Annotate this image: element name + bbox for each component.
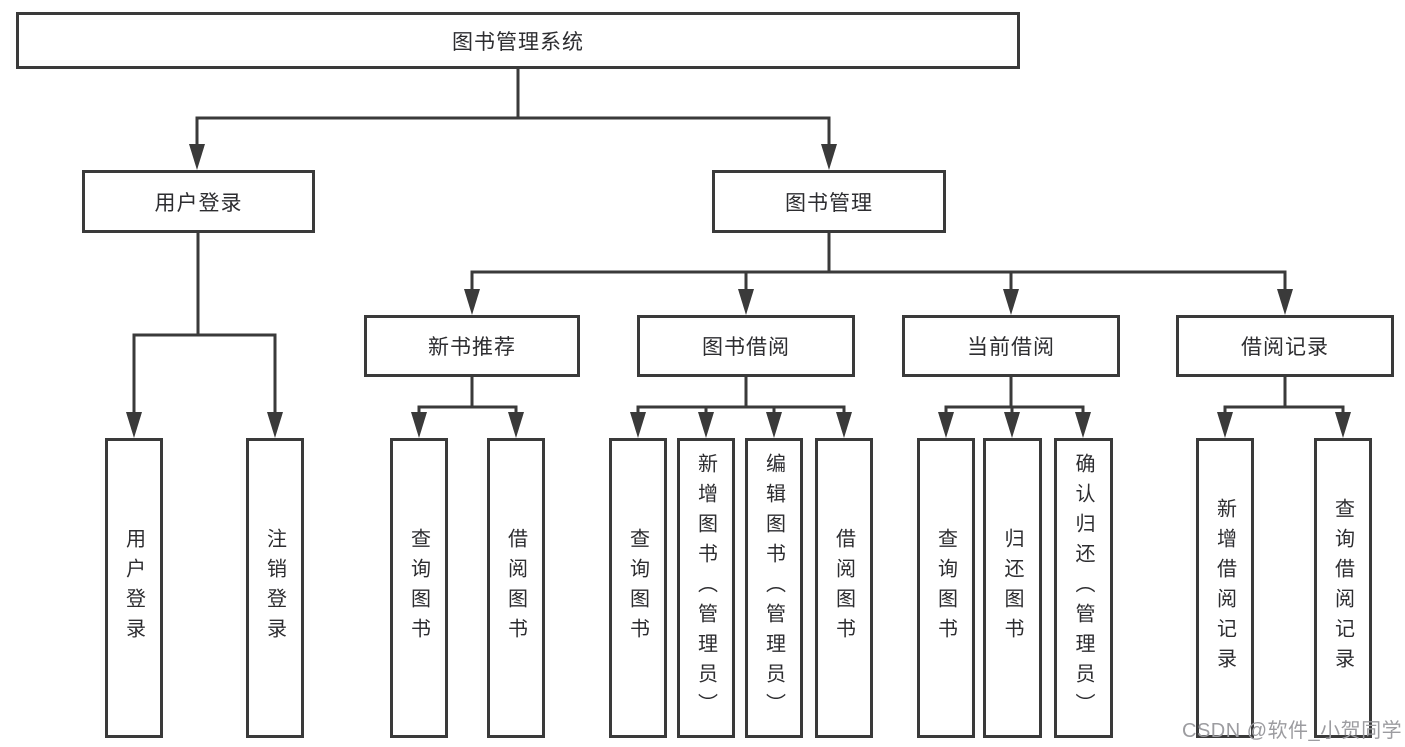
node-system-root: 图书管理系统	[16, 12, 1020, 69]
connector-newbook-to-children	[417, 375, 518, 422]
leaf-add-book-admin: 新增图书（管理员）	[677, 438, 735, 738]
arrow-down-icon	[1277, 289, 1293, 315]
connector-bookmgmt-to-level3	[470, 231, 1287, 297]
arrow-down-icon	[821, 144, 837, 170]
node-current-borrowing: 当前借阅	[902, 315, 1120, 377]
leaf-borrow-book-borrowing: 借阅图书	[815, 438, 873, 738]
leaf-user-login: 用户登录	[105, 438, 163, 738]
leaf-confirm-return-admin: 确认归还（管理员）	[1054, 438, 1113, 738]
arrow-down-icon	[630, 412, 646, 438]
arrow-down-icon	[267, 412, 283, 438]
arrow-down-icon	[1075, 412, 1091, 438]
leaf-add-borrow-record: 新增借阅记录	[1196, 438, 1254, 738]
node-book-borrowing: 图书借阅	[637, 315, 855, 377]
arrow-down-icon	[508, 412, 524, 438]
leaf-edit-book-admin: 编辑图书（管理员）	[745, 438, 803, 738]
leaf-query-borrow-record: 查询借阅记录	[1314, 438, 1372, 738]
node-new-book-recommend: 新书推荐	[364, 315, 580, 377]
leaf-logout: 注销登录	[246, 438, 304, 738]
arrow-down-icon	[411, 412, 427, 438]
leaf-return-book: 归还图书	[983, 438, 1042, 738]
arrow-down-icon	[836, 412, 852, 438]
leaf-borrow-book-newbook: 借阅图书	[487, 438, 545, 738]
arrow-down-icon	[189, 144, 205, 170]
csdn-watermark: CSDN @软件_小贺同学	[1182, 720, 1403, 742]
node-borrowing-records: 借阅记录	[1176, 315, 1394, 377]
arrow-down-icon	[126, 412, 142, 438]
arrow-down-icon	[1335, 412, 1351, 438]
arrow-down-icon	[938, 412, 954, 438]
connector-borrowrecord-to-children	[1223, 375, 1345, 422]
arrow-down-icon	[1217, 412, 1233, 438]
leaf-query-book-borrowing: 查询图书	[609, 438, 667, 738]
arrow-down-icon	[464, 289, 480, 315]
arrow-down-icon	[738, 289, 754, 315]
arrow-down-icon	[1004, 412, 1020, 438]
arrow-down-icon	[766, 412, 782, 438]
node-book-management: 图书管理	[712, 170, 946, 233]
connector-bookborrow-to-children	[636, 375, 846, 422]
connector-root-to-level2	[195, 66, 831, 152]
leaf-query-book-current: 查询图书	[917, 438, 975, 738]
node-user-login: 用户登录	[82, 170, 315, 233]
arrow-down-icon	[698, 412, 714, 438]
connector-userlogin-to-children	[132, 231, 277, 422]
arrow-down-icon	[1003, 289, 1019, 315]
connector-currentborrow-to-children	[944, 375, 1085, 422]
leaf-query-book-newbook: 查询图书	[390, 438, 448, 738]
